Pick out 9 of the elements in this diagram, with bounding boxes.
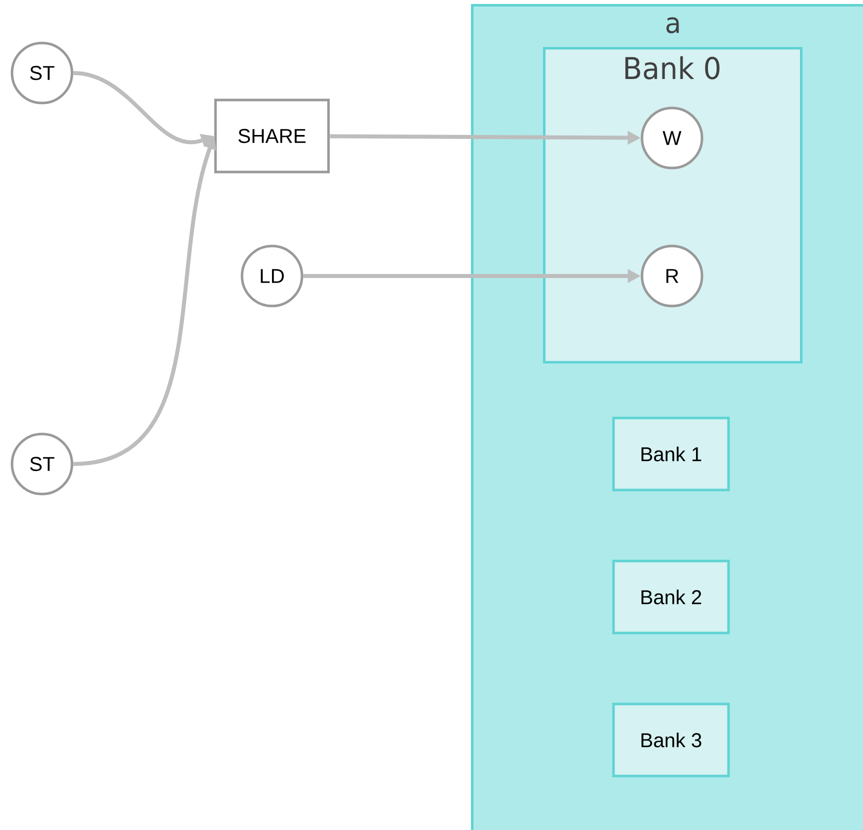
circle-node: LD xyxy=(240,244,304,308)
process-box: Bank 2 xyxy=(612,560,730,634)
circle-node: ST xyxy=(10,42,74,104)
process-box: SHARE xyxy=(214,98,330,174)
process-box: Bank 1 xyxy=(612,416,730,492)
process-box: Bank 3 xyxy=(612,702,730,778)
circle-node: W xyxy=(640,106,704,170)
circle-node: ST xyxy=(10,432,74,496)
circle-node: R xyxy=(640,244,704,308)
